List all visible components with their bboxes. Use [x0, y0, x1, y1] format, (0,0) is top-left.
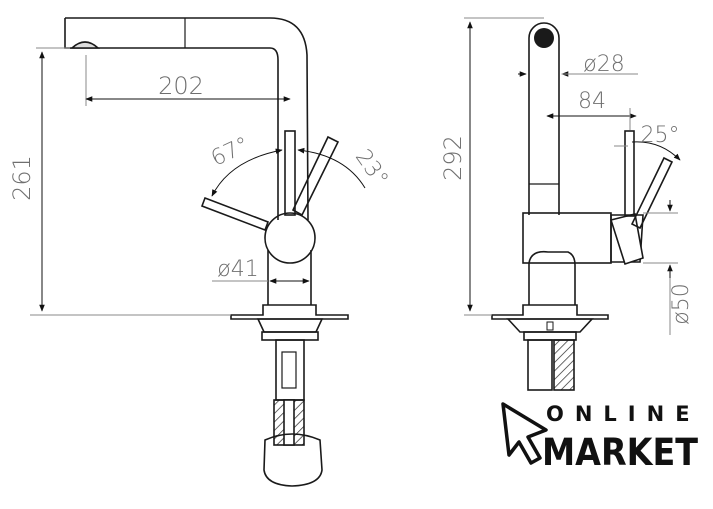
front-dimensions: [30, 47, 366, 316]
cursor-icon: [501, 402, 548, 465]
side-lever-tilted: [630, 156, 674, 230]
front-lever-right: [291, 135, 340, 217]
front-spout: [64, 17, 309, 221]
dim-front-height: 261: [8, 155, 36, 201]
dim-lever-angle-left: 67°: [207, 133, 253, 172]
side-dimensions: [464, 17, 681, 335]
front-view: [64, 17, 349, 487]
front-body: [267, 250, 312, 305]
dim-spout-reach: 202: [158, 72, 204, 100]
front-aerator: [69, 41, 101, 49]
dim-lever-angle: 25°: [641, 123, 680, 148]
side-view: [491, 22, 674, 391]
front-base: [230, 304, 349, 320]
front-mixer-body: [264, 212, 316, 264]
online-market-logo: ONLINE MARKET: [501, 402, 701, 474]
front-shank: [275, 339, 305, 401]
dim-side-height: 292: [439, 135, 467, 181]
dim-body-diameter: ø41: [217, 257, 258, 282]
side-shank: [527, 339, 553, 391]
side-base: [491, 304, 609, 320]
front-weight: [263, 433, 323, 487]
side-spout: [528, 22, 560, 215]
dim-spout-diameter: ø28: [583, 52, 624, 77]
front-lever-left: [200, 196, 270, 232]
dim-lever-angle-right: 23°: [350, 145, 393, 191]
front-lever: [284, 130, 296, 216]
dim-lever-offset: 84: [578, 89, 606, 114]
side-body: [522, 212, 612, 264]
dim-handle-diameter: ø50: [669, 283, 694, 324]
logo-line-online: ONLINE: [546, 402, 701, 426]
logo-line-market: MARKET: [542, 431, 699, 474]
side-lever: [624, 130, 635, 217]
